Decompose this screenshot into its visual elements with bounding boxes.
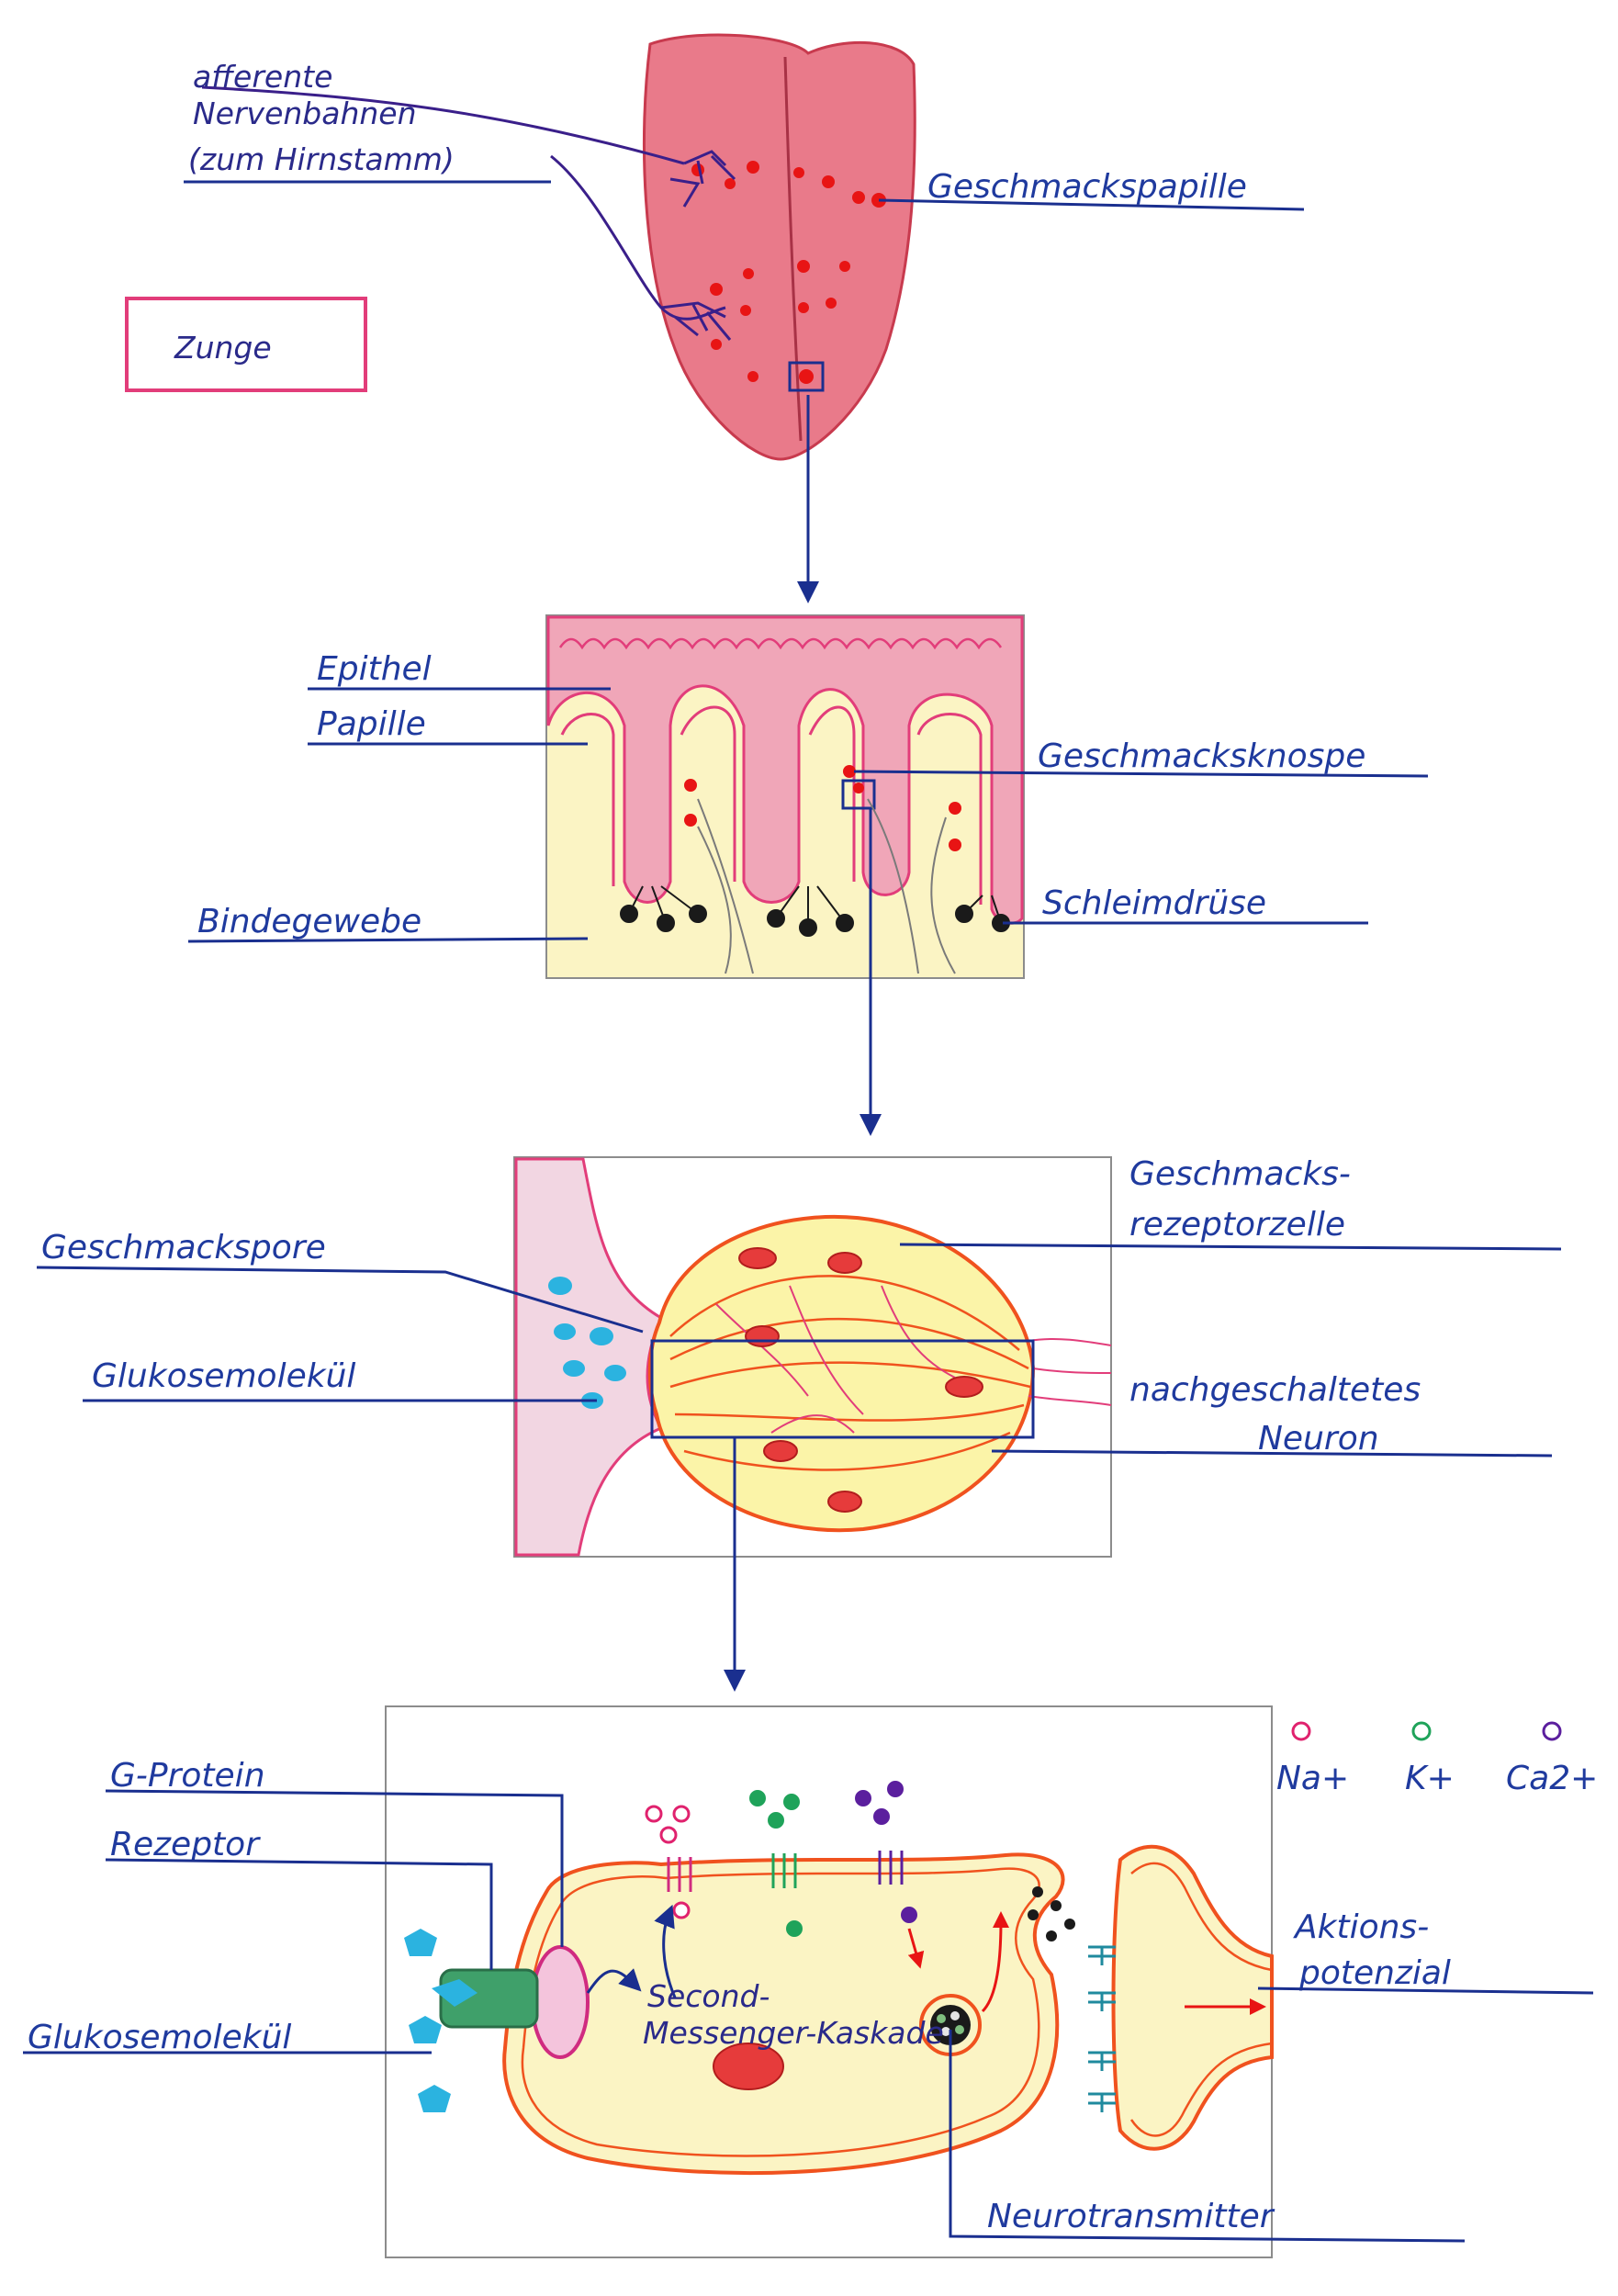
taste-bud-body [647,1214,1036,1533]
released-transmitters [1028,1886,1075,1941]
nachgeschaltet-leader [991,1449,1553,1458]
papille-label: Papille [317,705,426,743]
taste-bud-panel: Geschmacks- rezeptorzelle Geschmackspore… [36,1155,1562,1692]
glucose-molecules-cell [404,1929,451,2112]
nerve-fibres-bud [715,1285,1112,1434]
glucose-molecules-bud [548,1277,626,1409]
geschmackspore-label: Geschmackspore [41,1229,326,1266]
receptor-cell-panel: Na+ K+ Ca2+ G-Protein Rezeptor Glukosemo… [23,1705,1598,2258]
nachgeschaltet-label-1: nachgeschaltetes [1129,1371,1421,1409]
afferent-label-line2: Nervenbahnen [193,96,417,131]
na-ions [645,1805,691,1919]
geschmacksrezeptorzelle-label-2: rezeptorzelle [1129,1206,1345,1244]
na-legend-label: Na+ [1276,1760,1349,1797]
nerve-fibres [697,798,956,974]
geschmackspore-leader [36,1266,644,1334]
g-protein [531,1945,590,2059]
zunge-label: Zunge [174,330,272,366]
zunge-box [125,297,367,392]
zoom-box-papilla [788,361,825,392]
synaptic-receptors [1088,1945,1116,2112]
papilla-section-panel: Epithel Papille Geschmacksknospe Bindege… [187,614,1429,1136]
glucose-bound [432,1979,478,2007]
cell-body-inner [521,1867,1040,2157]
k-legend-label: K+ [1405,1760,1455,1797]
aktionspotenzial-label-1: Aktions- [1293,1908,1429,1946]
ca-to-vesicle-arrow [907,1928,925,1969]
schleimdruese-label: Schleimdrüse [1042,884,1266,922]
rezeptor-leader [105,1858,493,1970]
nerve-branches [201,85,736,341]
tongue-median-groove [783,56,803,442]
aktionspotenzial-leader [1257,1986,1594,1995]
geschmacksrezeptorzelle-label-1: Geschmacks- [1129,1155,1351,1193]
geschmackspapille-label: Geschmackspapille [927,168,1247,206]
na-legend-icon [1291,1721,1311,1741]
k-legend-icon [1411,1721,1432,1741]
second-messenger-label-1: Second- [647,1978,770,2014]
geschmacksrezeptorzelle-leader [899,1243,1562,1251]
neurotransmitter-leader [949,2030,1466,2243]
afferent-label-line1: afferente [193,59,332,95]
bindegewebe-label: Bindegewebe [197,903,421,940]
tongue [642,33,916,461]
glukosemolekuel-label-cell: Glukosemolekül [28,2019,291,2056]
second-messenger-label-2: Messenger-Kaskade [643,2015,944,2051]
nachgeschaltet-label-2: Neuron [1258,1420,1379,1458]
geschmacksknospe-label: Geschmacksknospe [1038,737,1365,775]
k-ions [749,1790,803,1937]
exocytosis-arrow [981,1911,1009,2013]
postsynaptic-neuron [1111,1844,1274,2151]
ca-ions [855,1781,917,1923]
cell-body [502,1852,1065,2176]
rezeptor-label: Rezeptor [110,1826,261,1863]
glukosemolekuel-label-bud: Glukosemolekül [92,1357,355,1395]
nucleus [713,2043,784,2090]
receptor-cell-outlines [669,1275,1031,1471]
epithelium-inner-line [560,705,983,905]
zoom-box-bud [841,779,876,810]
ion-legend: Na+ K+ Ca2+ [1276,1721,1598,1797]
epithelium [546,615,1024,925]
second-messenger-arrow [586,1968,642,1994]
g-protein-label: G-Protein [110,1757,265,1795]
neurotransmitter-label: Neurotransmitter [987,2198,1275,2235]
epithel-label: Epithel [317,650,432,688]
surface-ridges [558,637,1003,650]
channel-activation-arrow [654,1904,677,1998]
ca-legend-label: Ca2+ [1506,1760,1598,1797]
ca-legend-icon [1542,1721,1562,1741]
ion-channels [667,1851,904,1892]
epithelium-left-strip [514,1157,664,1557]
mucous-glands [620,885,1010,937]
taste-bud-dots [684,765,961,851]
g-protein-leader [105,1789,564,1947]
aktionspotenzial-label-2: potenzial [1298,1954,1451,1992]
tongue-panel: afferente Nervenbahnen (zum Hirnstamm) G… [125,33,1305,603]
geschmackspapille-leader [878,198,1305,211]
geschmacksknospe-leader [853,770,1429,778]
postsynaptic-inner [1129,1862,1273,2137]
zoom-box-receptor [650,1339,1035,1439]
bindegewebe-leader [187,937,589,943]
afferent-label-line3: (zum Hirnstamm) [188,141,455,177]
